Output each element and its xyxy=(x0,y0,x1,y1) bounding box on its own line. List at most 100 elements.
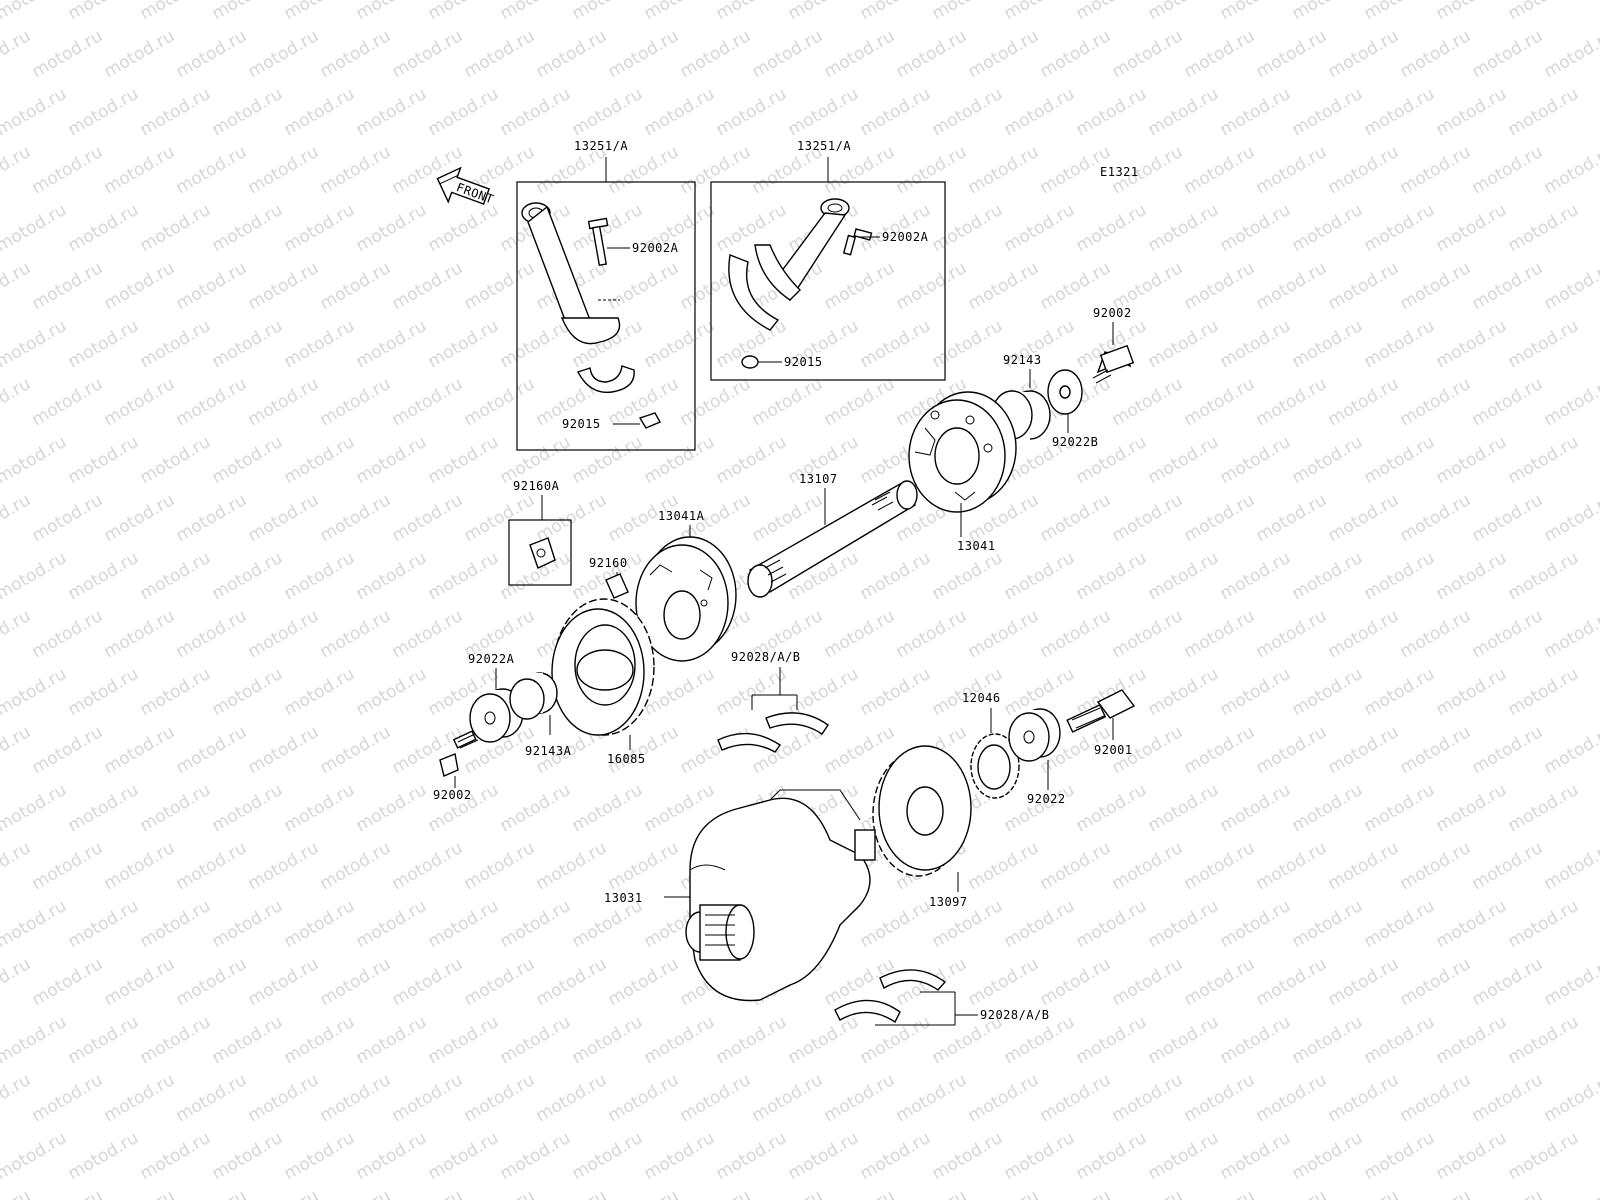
watermark-text: motod.ru xyxy=(677,374,755,430)
watermark-text: motod.ru xyxy=(1109,606,1187,662)
watermark-text: motod.ru xyxy=(1145,1012,1223,1068)
watermark-text: motod.ru xyxy=(1109,374,1187,430)
watermark-text: motod.ru xyxy=(1541,490,1600,546)
watermark-text: motod.ru xyxy=(461,1186,539,1200)
label-92002A-right: 92002A xyxy=(882,230,929,244)
watermark-text: motod.ru xyxy=(101,26,179,82)
watermark-text: motod.ru xyxy=(677,1070,755,1126)
watermark-text: motod.ru xyxy=(0,316,70,372)
watermark-text: motod.ru xyxy=(317,838,395,894)
watermark-text: motod.ru xyxy=(1001,0,1079,24)
watermark-text: motod.ru xyxy=(65,84,143,140)
watermark-text: motod.ru xyxy=(965,26,1043,82)
watermark-text: motod.ru xyxy=(1217,0,1295,24)
watermark-text: motod.ru xyxy=(1433,664,1511,720)
watermark-text: motod.ru xyxy=(0,780,70,836)
watermark-text: motod.ru xyxy=(0,606,34,662)
watermark-text: motod.ru xyxy=(605,1070,683,1126)
watermark-text: motod.ru xyxy=(1325,722,1403,778)
watermark-text: motod.ru xyxy=(1541,142,1600,198)
watermark-text: motod.ru xyxy=(1289,316,1367,372)
watermark-text: motod.ru xyxy=(65,780,143,836)
watermark-text: motod.ru xyxy=(317,954,395,1010)
watermark-text: motod.ru xyxy=(965,954,1043,1010)
watermark-text: motod.ru xyxy=(1073,0,1151,24)
watermark-text: motod.ru xyxy=(1469,142,1547,198)
watermark-text: motod.ru xyxy=(137,84,215,140)
watermark-text: motod.ru xyxy=(1433,1128,1511,1184)
watermark-text: motod.ru xyxy=(533,26,611,82)
watermark-text: motod.ru xyxy=(245,26,323,82)
rod-assy-right: 13251/A 92002A 92015 xyxy=(710,139,946,381)
watermark-text: motod.ru xyxy=(425,432,503,488)
watermark-text: motod.ru xyxy=(1253,374,1331,430)
washer-right: 92022 xyxy=(1008,708,1065,806)
watermark-text: motod.ru xyxy=(713,200,791,256)
watermark-text: motod.ru xyxy=(1253,1070,1331,1126)
watermark-text: motod.ru xyxy=(605,838,683,894)
watermark-text: motod.ru xyxy=(0,896,70,952)
watermark-text: motod.ru xyxy=(1217,780,1295,836)
watermark-text: motod.ru xyxy=(1541,722,1600,778)
watermark-text: motod.ru xyxy=(857,548,935,604)
watermark-text: motod.ru xyxy=(65,896,143,952)
watermark-text: motod.ru xyxy=(1145,780,1223,836)
watermark-text: motod.ru xyxy=(425,1012,503,1068)
watermark-text: motod.ru xyxy=(281,0,359,24)
label-92001: 92001 xyxy=(1094,743,1133,757)
watermark-text: motod.ru xyxy=(1073,896,1151,952)
watermark-text: motod.ru xyxy=(389,606,467,662)
watermark-text: motod.ru xyxy=(65,0,143,24)
watermark-text: motod.ru xyxy=(317,374,395,430)
watermark-text: motod.ru xyxy=(461,490,539,546)
watermark-text: motod.ru xyxy=(1217,200,1295,256)
label-92022A: 92022A xyxy=(468,652,515,666)
watermark-text: motod.ru xyxy=(1217,84,1295,140)
watermark-text: motod.ru xyxy=(1469,374,1547,430)
watermark-text: motod.ru xyxy=(29,1186,107,1200)
watermark-text: motod.ru xyxy=(0,1070,34,1126)
watermark-text: motod.ru xyxy=(389,26,467,82)
watermark-text: motod.ru xyxy=(281,1128,359,1184)
watermark-text: motod.ru xyxy=(137,548,215,604)
watermark-text: motod.ru xyxy=(29,490,107,546)
watermark-text: motod.ru xyxy=(281,896,359,952)
watermark-text: motod.ru xyxy=(1469,1070,1547,1126)
watermark-text: motod.ru xyxy=(1325,258,1403,314)
watermark-text: motod.ru xyxy=(1541,954,1600,1010)
watermark-text: motod.ru xyxy=(173,258,251,314)
watermark-text: motod.ru xyxy=(857,316,935,372)
watermark-text: motod.ru xyxy=(1397,1186,1475,1200)
watermark-text: motod.ru xyxy=(533,838,611,894)
watermark-text: motod.ru xyxy=(929,1128,1007,1184)
watermark-text: motod.ru xyxy=(1361,84,1439,140)
watermark-text: motod.ru xyxy=(1541,26,1600,82)
watermark-text: motod.ru xyxy=(425,84,503,140)
watermark-text: motod.ru xyxy=(389,490,467,546)
watermark-text: motod.ru xyxy=(1469,838,1547,894)
watermark-text: motod.ru xyxy=(1181,1070,1259,1126)
watermark-text: motod.ru xyxy=(281,432,359,488)
watermark-text: motod.ru xyxy=(641,316,719,372)
watermark-text: motod.ru xyxy=(0,664,70,720)
watermark-text: motod.ru xyxy=(173,490,251,546)
watermark-text: motod.ru xyxy=(965,142,1043,198)
watermark-text: motod.ru xyxy=(353,316,431,372)
watermark-text: motod.ru xyxy=(1253,490,1331,546)
diagram-code: E1321 xyxy=(1100,165,1139,179)
watermark-text: motod.ru xyxy=(137,1012,215,1068)
watermark-text: motod.ru xyxy=(461,954,539,1010)
watermark-text: motod.ru xyxy=(1001,1128,1079,1184)
label-13107: 13107 xyxy=(799,472,838,486)
watermark-text: motod.ru xyxy=(0,548,70,604)
watermark-text: motod.ru xyxy=(173,142,251,198)
watermark-text: motod.ru xyxy=(1217,896,1295,952)
watermark-text: motod.ru xyxy=(965,606,1043,662)
watermark-text: motod.ru xyxy=(785,0,863,24)
watermark-text: motod.ru xyxy=(281,548,359,604)
watermark-text: motod.ru xyxy=(1361,1012,1439,1068)
watermark-text: motod.ru xyxy=(245,1070,323,1126)
watermark-text: motod.ru xyxy=(353,200,431,256)
watermark-text: motod.ru xyxy=(1181,258,1259,314)
